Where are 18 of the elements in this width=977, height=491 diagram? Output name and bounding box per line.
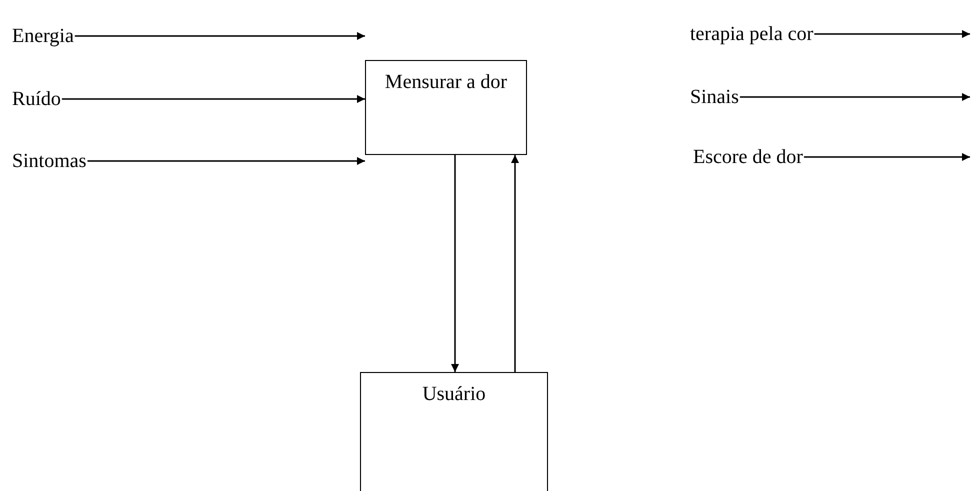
arrow — [804, 153, 970, 161]
output-label: Sinais — [690, 83, 739, 111]
arrow — [814, 30, 970, 38]
process-box — [360, 372, 548, 491]
output-label: Escore de dor — [693, 143, 803, 171]
arrow — [74, 32, 365, 40]
input-label: Ruído — [12, 85, 61, 113]
arrow — [62, 95, 365, 103]
input-label: Sintomas — [12, 147, 86, 175]
arrow — [87, 157, 365, 165]
process-box — [365, 60, 527, 155]
arrow — [740, 93, 970, 101]
arrow — [451, 155, 459, 372]
box-label: Mensurar a dor — [384, 71, 508, 94]
box-label: Usuário — [421, 383, 487, 406]
output-label: terapia pela cor — [690, 20, 814, 48]
arrow — [511, 155, 519, 372]
input-label: Energia — [12, 22, 74, 50]
